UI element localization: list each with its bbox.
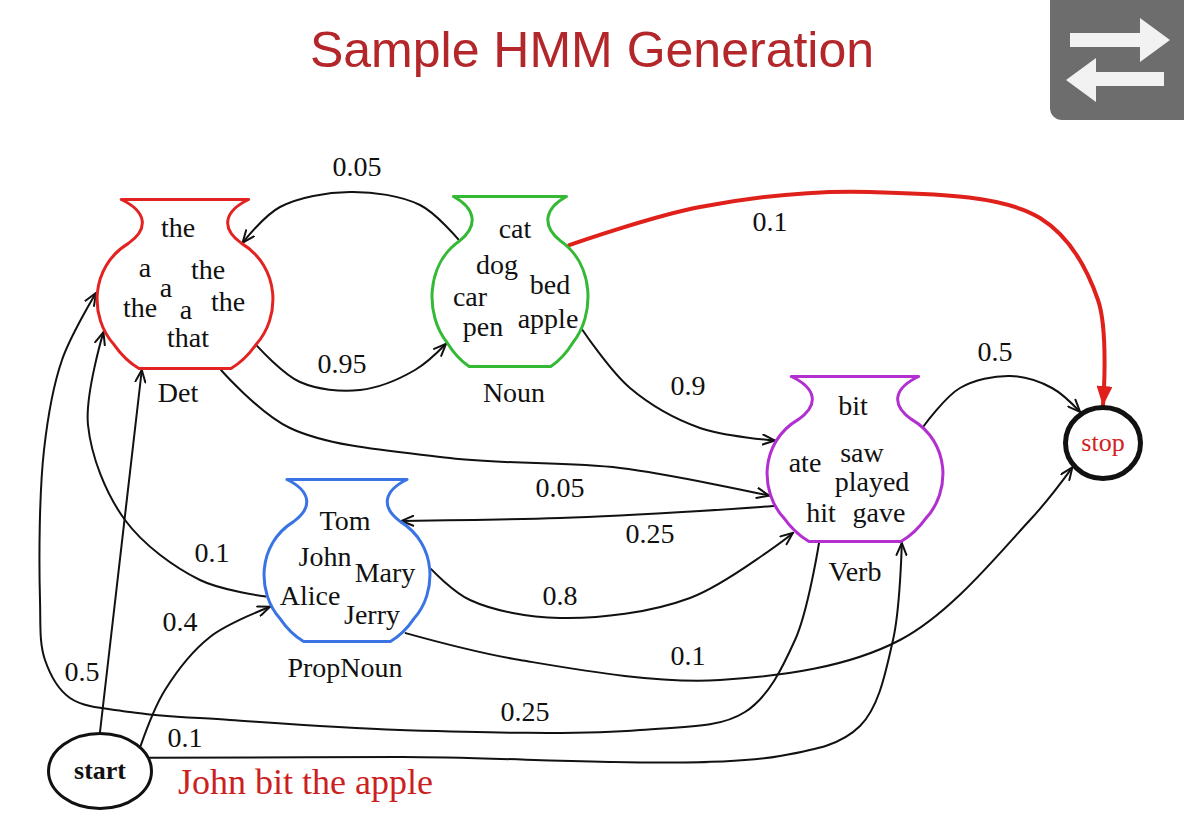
- probability-label: 0.1: [193, 539, 232, 567]
- state-name: start: [74, 758, 126, 784]
- transition-arrow: [39, 293, 819, 733]
- probability-label: 0.1: [751, 208, 790, 236]
- probability-label: 0.95: [316, 350, 369, 378]
- emission-word: car: [453, 283, 487, 311]
- transition-arrow: [243, 192, 459, 243]
- state-vase: theatheatheathethatDet: [95, 198, 275, 370]
- emission-word: Tom: [320, 507, 371, 535]
- probability-label: 0.5: [976, 338, 1015, 366]
- probability-label: 0.1: [166, 724, 205, 752]
- emission-word: that: [167, 324, 209, 352]
- transition-arrow: [923, 376, 1080, 427]
- example-sentence: John bit the apple: [178, 764, 433, 800]
- emission-word: bed: [530, 271, 570, 299]
- state-vase: catdogbedcarpenappleNoun: [430, 195, 590, 368]
- ellipse-shape: [49, 734, 152, 809]
- transition-arrow: [582, 330, 774, 441]
- vase-shape: [97, 200, 273, 369]
- emission-word: played: [835, 468, 910, 496]
- emission-word: a: [139, 254, 151, 282]
- vase-shape: [432, 197, 588, 367]
- emission-word: saw: [840, 439, 884, 467]
- title: Sample HMM Generation: [0, 25, 1184, 75]
- terminal-ellipse: stop: [1063, 405, 1143, 481]
- transition-arrow: [88, 332, 266, 596]
- state-vase: bitatesawplayedhitgaveVerb: [765, 375, 945, 543]
- probability-label: 0.5: [63, 658, 102, 686]
- state-name: stop: [1081, 430, 1124, 456]
- emission-word: the: [211, 288, 245, 316]
- transition-arrow: [406, 467, 1073, 680]
- transition-arrow: [431, 533, 793, 618]
- transition-arrow: [569, 192, 1104, 405]
- transition-arrow: [257, 344, 446, 391]
- emission-word: dog: [476, 251, 518, 279]
- state-name: Verb: [829, 558, 882, 586]
- emission-word: John: [299, 543, 352, 571]
- emission-word: bit: [838, 392, 868, 420]
- probability-label: 0.25: [624, 520, 677, 548]
- state-name: Det: [158, 379, 198, 407]
- emission-word: ate: [789, 449, 822, 477]
- emission-word: a: [180, 296, 192, 324]
- terminal-ellipse: start: [47, 732, 153, 810]
- probability-label: 0.25: [499, 698, 552, 726]
- emission-word: apple: [518, 305, 579, 333]
- probability-label: 0.9: [669, 372, 708, 400]
- emission-word: gave: [853, 499, 906, 527]
- emission-word: the: [123, 294, 157, 322]
- emission-word: the: [191, 256, 225, 284]
- emission-word: cat: [499, 215, 532, 243]
- vase-shape: [767, 377, 943, 542]
- emission-word: Alice: [280, 582, 341, 610]
- vase-shape: [264, 480, 430, 642]
- probability-label: 0.8: [541, 582, 580, 610]
- emission-word: Mary: [355, 559, 416, 587]
- state-name: PropNoun: [287, 654, 402, 682]
- transition-arrow: [100, 370, 142, 732]
- transition-arrow: [221, 370, 769, 496]
- icon-panel: [1050, 0, 1184, 120]
- emission-word: the: [161, 214, 195, 242]
- emission-word: hit: [806, 499, 836, 527]
- probability-label: 0.1: [669, 642, 708, 670]
- probability-label: 0.05: [534, 474, 587, 502]
- left-arrow-symbol: [1066, 58, 1164, 102]
- emission-word: a: [160, 274, 172, 302]
- emission-word: pen: [463, 313, 503, 341]
- emission-word: Jerry: [344, 601, 400, 629]
- state-name: Noun: [483, 379, 545, 407]
- transition-arrow: [141, 607, 270, 746]
- state-vase: TomJohnMaryAliceJerryPropNoun: [262, 478, 432, 643]
- probability-label: 0.4: [161, 608, 200, 636]
- ellipse-shape: [1066, 408, 1141, 479]
- right-arrow-symbol: [1070, 18, 1170, 62]
- probability-label: 0.05: [331, 153, 384, 181]
- transition-arrow: [401, 506, 773, 521]
